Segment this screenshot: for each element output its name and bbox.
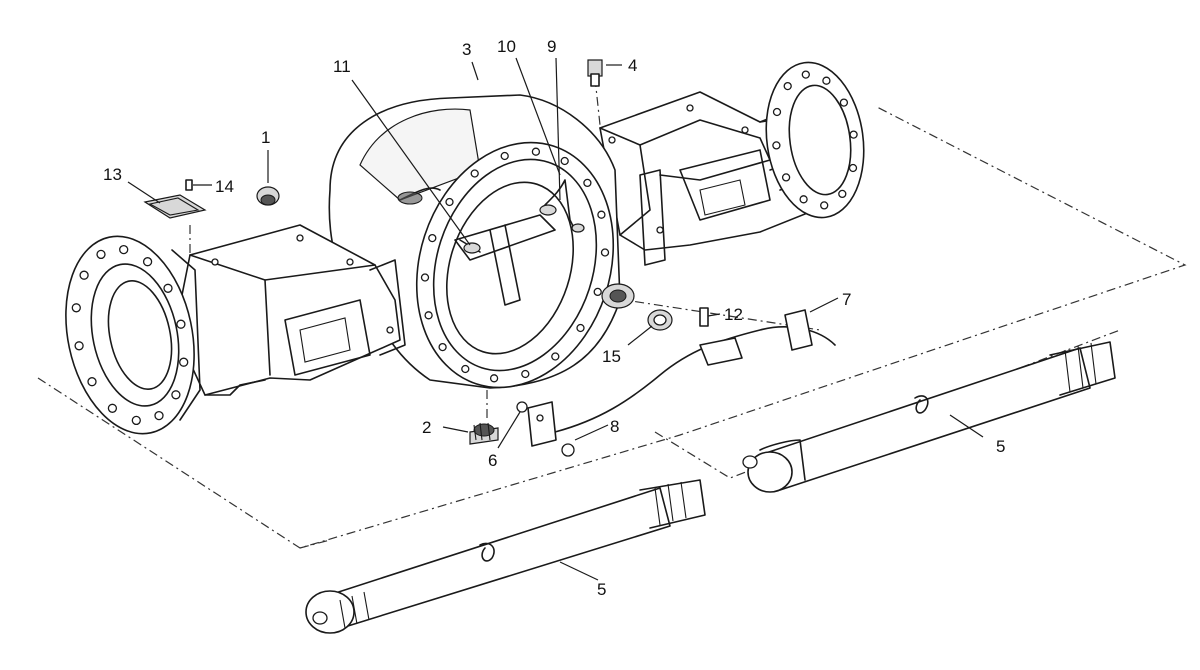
bolt-hole [500, 151, 509, 161]
screw-part-14 [185, 179, 193, 191]
bolt-hole [445, 197, 454, 207]
bolt-hole [772, 107, 782, 117]
callout-7: 7 [842, 290, 851, 309]
bolt-hole [96, 249, 106, 260]
callout-5-upper: 5 [996, 437, 1005, 456]
seal-part-15 [601, 283, 673, 331]
bolt-hole [600, 248, 610, 257]
bolt-hole [531, 147, 541, 156]
bolt-hole [163, 283, 173, 293]
bolt-hole [119, 244, 129, 255]
callout-9: 9 [547, 37, 556, 56]
callout-labels: 1 2 3 4 5 5 6 7 8 9 10 11 12 13 14 15 [103, 37, 1005, 599]
fitting-part-4 [587, 59, 603, 87]
bolt-hole [79, 270, 89, 280]
bolt-hole [461, 364, 470, 374]
bolt-hole [428, 233, 437, 243]
bolt-hole [489, 374, 499, 383]
callout-10: 10 [497, 37, 516, 56]
leader-lines [127, 57, 984, 581]
bolt-hole [171, 390, 181, 400]
bolt-hole [799, 195, 808, 204]
brake-pipe-part-7-8 [516, 309, 836, 457]
bolt-hole [470, 169, 479, 178]
bolt-hole [783, 81, 792, 91]
banjo-housing [328, 94, 621, 389]
bolt-hole [781, 173, 791, 182]
bolt-hole [131, 415, 141, 426]
bolt-hole [820, 201, 829, 210]
bolt-hole [597, 210, 606, 219]
bolt-hole [801, 70, 810, 79]
half-shaft-lower-part-5 [305, 479, 706, 634]
callout-5-lower: 5 [597, 580, 606, 599]
cover-plate-part-13 [143, 194, 207, 219]
bolt-hole [107, 403, 118, 413]
bolt-hole [87, 377, 97, 387]
callout-8: 8 [610, 417, 619, 436]
bolt-hole [551, 352, 560, 361]
internal-brake-lines-part-9-10-11 [459, 179, 585, 254]
bolt-hole [560, 156, 569, 166]
bolt-hole [839, 98, 849, 107]
bolt-hole [583, 178, 592, 188]
bolt-hole [154, 410, 164, 421]
bolt-hole [521, 369, 530, 379]
callout-1: 1 [261, 128, 270, 147]
bolt-hole [420, 273, 430, 282]
bolt-hole [849, 130, 858, 139]
drain-plug-part-2 [469, 422, 499, 445]
right-wheel-flange [765, 61, 865, 219]
callout-14: 14 [215, 177, 234, 196]
bolt-hole [576, 323, 585, 333]
bolt-hole [179, 357, 189, 367]
bolt-hole [424, 311, 433, 320]
bolt-hole [593, 287, 602, 297]
callout-11: 11 [333, 57, 351, 76]
pin-part-12 [699, 307, 709, 327]
bolt-hole [71, 303, 81, 313]
callout-13: 13 [103, 165, 122, 184]
bolt-hole [822, 76, 831, 85]
callout-6: 6 [488, 451, 497, 470]
half-shaft-upper-part-5 [742, 341, 1116, 493]
bolt-hole [848, 163, 858, 173]
bolt-hole [438, 342, 447, 352]
callout-4: 4 [628, 56, 637, 75]
callout-3: 3 [462, 40, 471, 59]
left-axle-arm [174, 224, 406, 396]
callout-15: 15 [602, 347, 621, 366]
breather-plug-part-1 [256, 186, 280, 206]
bolt-hole [772, 141, 781, 150]
bolt-hole [142, 257, 153, 267]
left-wheel-flange [65, 235, 201, 435]
bolt-hole [838, 189, 847, 199]
bolt-hole [176, 319, 186, 329]
bolt-hole [74, 341, 84, 351]
callout-12: 12 [724, 305, 743, 324]
callout-2: 2 [422, 418, 431, 437]
